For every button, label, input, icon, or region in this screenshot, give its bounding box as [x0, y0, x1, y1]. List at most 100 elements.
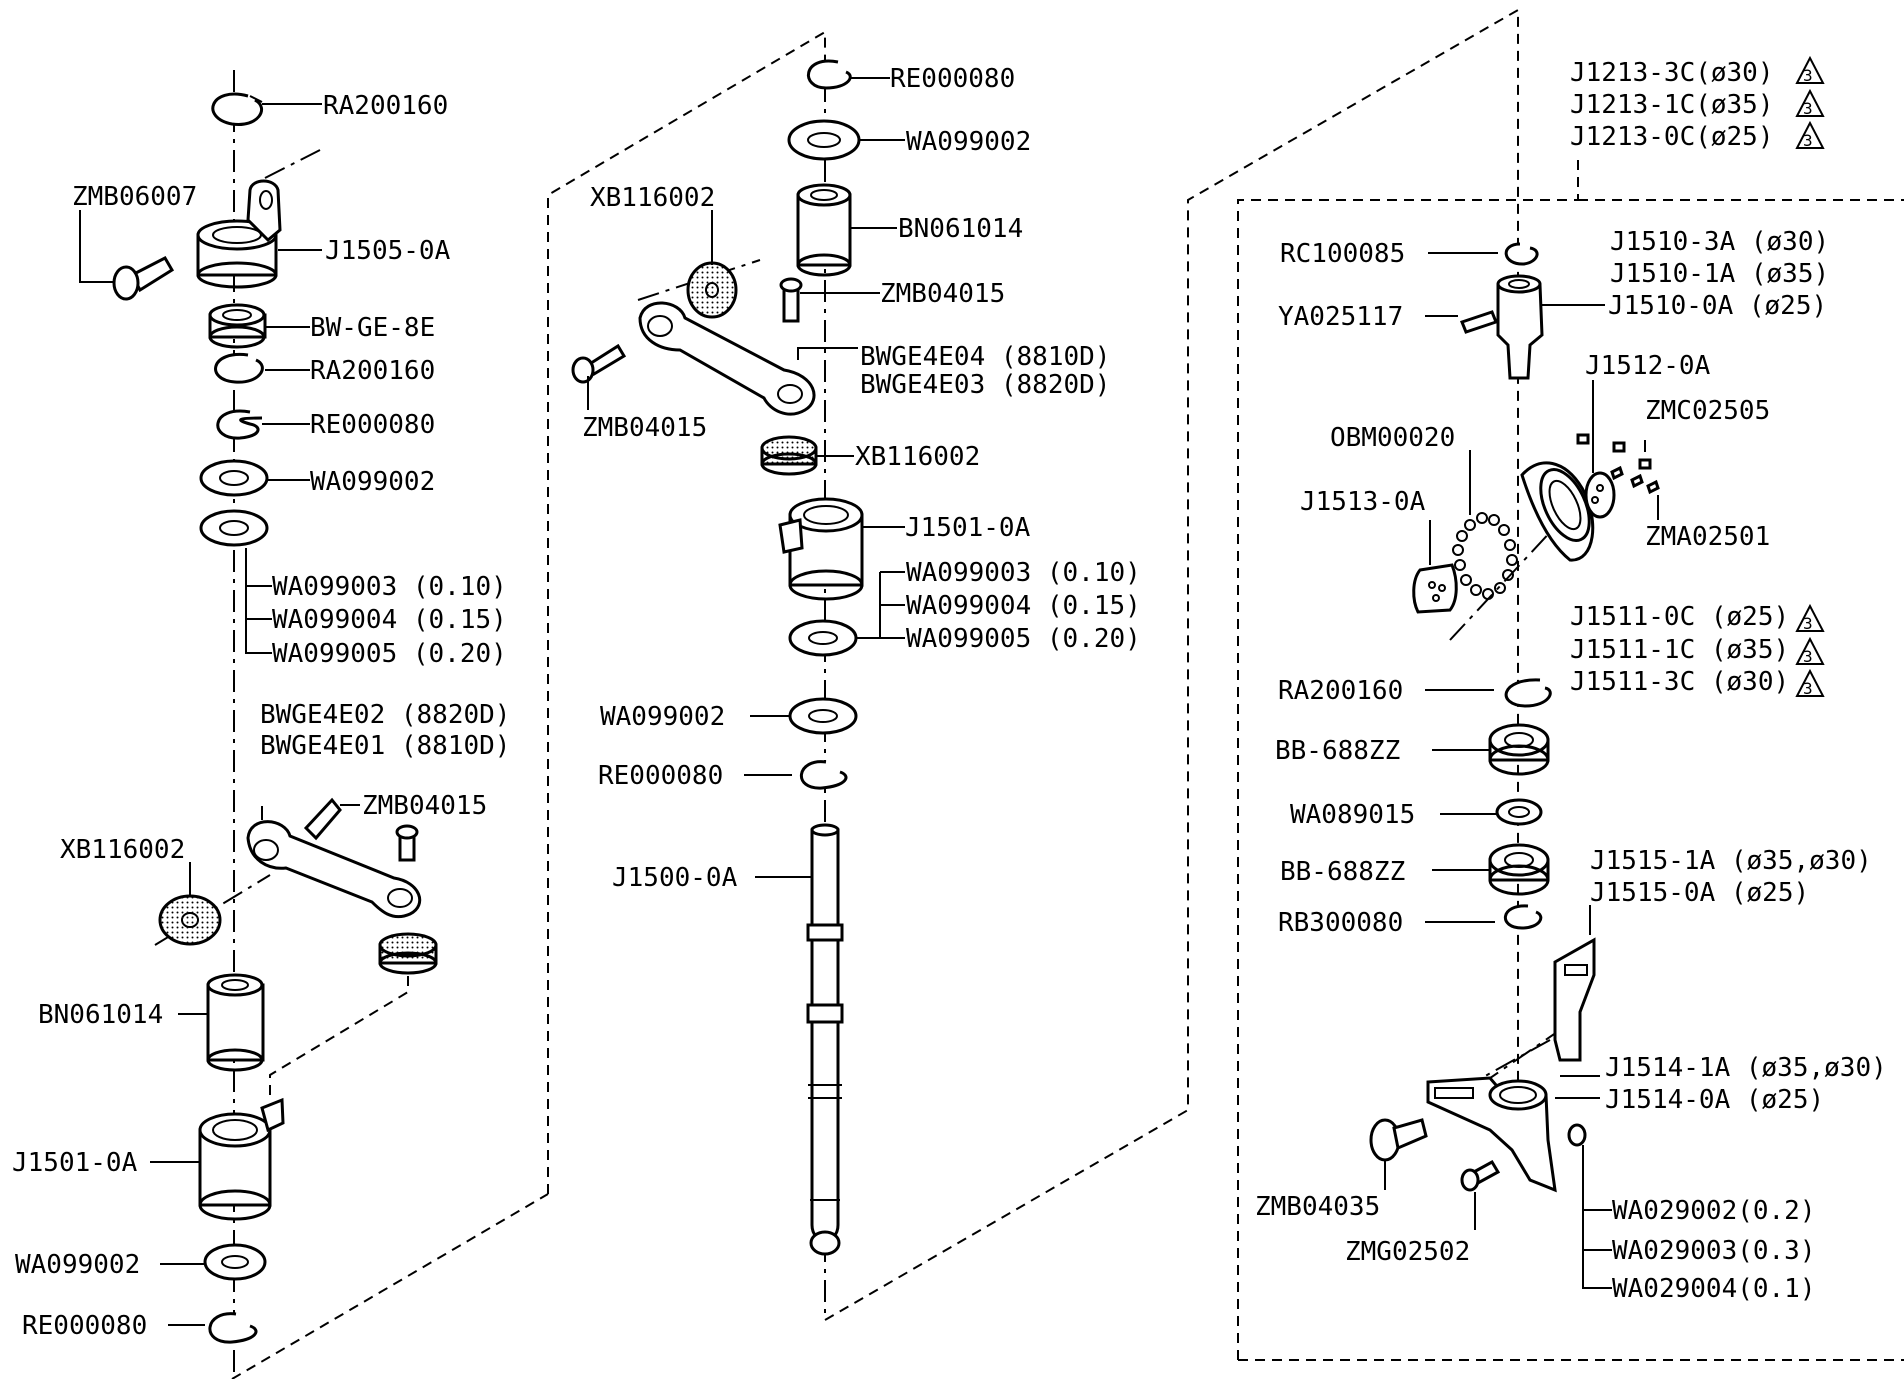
- left-assembly: [79, 92, 438, 1344]
- part-label: ZMB04015: [582, 413, 707, 443]
- part-label: XB116002: [590, 183, 715, 213]
- part-label: J1511-1C (ø35): [1570, 635, 1789, 665]
- e-ring-part: [216, 409, 310, 440]
- collar-part: [778, 497, 905, 601]
- part-label: ZMG02502: [1345, 1237, 1470, 1267]
- screw-set-part: [1576, 433, 1660, 520]
- svg-text:3: 3: [1803, 647, 1813, 666]
- bracket-part: [1553, 905, 1596, 1062]
- svg-text:3: 3: [1803, 131, 1813, 150]
- part-label: WA099005 (0.20): [906, 624, 1141, 654]
- part-label: XB116002: [855, 442, 980, 472]
- part-label: BB-688ZZ: [1275, 736, 1400, 766]
- part-label: WA099003 (0.10): [906, 558, 1141, 588]
- revision-triangle-icon: 3: [1795, 120, 1825, 150]
- part-label: J1511-3C (ø30): [1570, 667, 1789, 697]
- e-ring-part: [168, 1312, 258, 1344]
- revision-triangle-icon: 3: [1795, 55, 1825, 85]
- e-ring-part: [807, 59, 890, 90]
- part-label: J1510-3A (ø30): [1610, 227, 1829, 257]
- washer-part: [750, 697, 858, 735]
- revision-triangle-icon: 3: [1795, 603, 1825, 633]
- part-label: J1512-0A: [1585, 351, 1711, 381]
- part-label: RE000080: [310, 410, 435, 440]
- part-label: WA099002: [600, 702, 725, 732]
- part-label: J1511-0C (ø25): [1570, 602, 1789, 632]
- part-label: ZMB06007: [72, 182, 197, 212]
- part-label: WA099002: [310, 467, 435, 497]
- part-label: RC100085: [1280, 239, 1405, 269]
- part-label: BW-GE-8E: [310, 313, 435, 343]
- svg-text:3: 3: [1803, 614, 1813, 633]
- part-label: ZMB04035: [1255, 1192, 1380, 1222]
- screw-part: [779, 277, 880, 323]
- revision-triangle-icon: 3: [1795, 636, 1825, 666]
- part-label: WA099004 (0.15): [272, 605, 507, 635]
- part-label: WA099005 (0.20): [272, 639, 507, 669]
- part-label: J1513-0A: [1300, 487, 1426, 517]
- upper-shaft-part: [1496, 274, 1605, 380]
- part-label: J1515-1A (ø35,ø30): [1590, 846, 1872, 876]
- small-washer-part: [1567, 1123, 1612, 1289]
- part-label: YA025117: [1278, 302, 1403, 332]
- part-label: RA200160: [310, 356, 435, 386]
- retaining-ring-part: [211, 92, 322, 126]
- part-label: WA099002: [906, 127, 1031, 157]
- washer-part: [160, 1243, 267, 1281]
- part-label: BWGE4E01 (8810D): [260, 731, 510, 761]
- ball-cage-part: [1452, 450, 1518, 600]
- right-assembly: [1369, 242, 1660, 1289]
- part-label: RB300080: [1278, 908, 1403, 938]
- shim-washer-part: [788, 571, 905, 657]
- svg-text:3: 3: [1803, 679, 1813, 698]
- part-label: WA099002: [15, 1250, 140, 1280]
- part-label: J1514-1A (ø35,ø30): [1605, 1053, 1887, 1083]
- part-labels: RA200160 ZMB06007 J1505-0A BW-GE-8E RA20…: [12, 58, 1887, 1341]
- washer-part: [1440, 798, 1543, 826]
- bearing-retainer-part: [1520, 461, 1595, 562]
- part-label: ZMC02505: [1645, 396, 1770, 426]
- main-shaft-part: [755, 823, 844, 1256]
- felt-washer-part: [686, 210, 738, 319]
- part-label: J1515-0A (ø25): [1590, 878, 1809, 908]
- svg-text:3: 3: [1803, 66, 1813, 85]
- part-label: OBM00020: [1330, 423, 1455, 453]
- felt-washer-part: [760, 435, 854, 476]
- large-screw-part: [1369, 1118, 1428, 1190]
- revision-triangle-icon: 3: [1795, 88, 1825, 118]
- small-screw-part: [1460, 1159, 1501, 1230]
- revision-triangle-icon: 3: [1795, 668, 1825, 698]
- part-label: RA200160: [1278, 676, 1403, 706]
- svg-text:3: 3: [1803, 99, 1813, 118]
- part-label: RE000080: [890, 64, 1015, 94]
- part-label: BB-688ZZ: [1280, 857, 1405, 887]
- part-label: BN061014: [898, 214, 1023, 244]
- part-label: J1213-0C(ø25): [1570, 122, 1774, 152]
- snap-ring-part: [1425, 678, 1552, 708]
- center-assembly: [571, 59, 905, 1256]
- part-label: BWGE4E04 (8810D): [860, 342, 1110, 372]
- washer-part: [199, 459, 310, 497]
- bushing-part: [178, 973, 265, 1072]
- collar-part: [150, 1097, 285, 1221]
- bearing-part: [208, 303, 310, 349]
- part-label: WA029003(0.3): [1612, 1236, 1816, 1266]
- part-label: ZMB04015: [362, 791, 487, 821]
- washer-part: [787, 119, 905, 161]
- part-label: J1501-0A: [12, 1148, 138, 1178]
- screw-part: [395, 824, 419, 862]
- part-label: ZMA02501: [1645, 522, 1770, 552]
- part-label: BN061014: [38, 1000, 163, 1030]
- snap-ring-part: [1425, 904, 1543, 930]
- end-cap-part: [1412, 520, 1458, 614]
- ball-bearing-part: [1432, 723, 1550, 776]
- flange-plate-part: [1584, 380, 1616, 519]
- screw-part: [79, 210, 175, 301]
- bearing-housing-part: [196, 179, 322, 289]
- part-label: WA029004(0.1): [1612, 1274, 1816, 1304]
- part-label: RE000080: [22, 1311, 147, 1341]
- hook-holder-part: [1426, 1075, 1600, 1193]
- shim-washer-part: [199, 509, 272, 654]
- part-label: WA099004 (0.15): [906, 591, 1141, 621]
- part-label: WA089015: [1290, 800, 1415, 830]
